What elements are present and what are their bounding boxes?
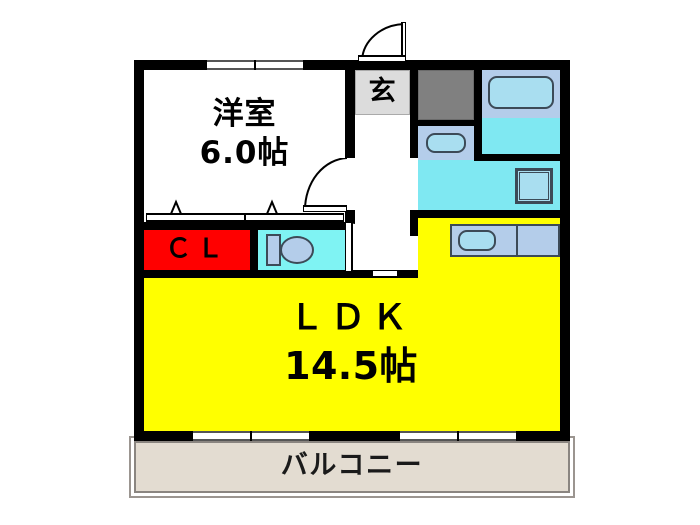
wall-below-closet: [134, 270, 258, 278]
wall-washroom-divider: [474, 154, 560, 161]
genkan-area: [355, 70, 410, 115]
exterior-wall-right: [560, 60, 570, 441]
wall-closet-right: [250, 222, 258, 278]
exterior-wall-left: [134, 60, 144, 441]
washitsu-door-swing: [303, 158, 347, 212]
corridor: [355, 115, 410, 278]
vanity-sink: [426, 133, 466, 153]
kitchen-counter-divider: [516, 224, 518, 257]
shower-pan-inner: [519, 172, 549, 200]
exterior-wall-bottom: [134, 431, 570, 441]
balcony-area: [134, 441, 570, 493]
ldk-label-sub: 14.5帖: [284, 344, 418, 388]
entrance-door-swing: [358, 22, 406, 62]
wall-washer-bottom: [418, 120, 474, 126]
washing-machine-space: [418, 70, 474, 120]
toilet-bowl: [280, 236, 314, 264]
wall-washitsu-right-lower: [345, 210, 355, 222]
wall-washitsu-right: [345, 60, 355, 158]
bathtub: [488, 76, 554, 109]
toilet-tank: [266, 234, 281, 266]
kitchen-sink: [458, 230, 496, 251]
closet-area: [144, 230, 250, 270]
genkan-label: 玄: [368, 76, 397, 107]
wall-bath-left: [474, 60, 482, 160]
wall-toilet-bottom: [258, 270, 355, 278]
wall-washroom-bottom: [410, 210, 570, 218]
wall-corridor-right-lower: [410, 210, 418, 236]
wall-corridor-right-upper: [410, 60, 418, 158]
ldk-area: [144, 278, 560, 431]
balcony-label: バルコニー: [280, 450, 424, 481]
window-ldk-left-mullion: [250, 431, 252, 441]
washitsu-label-sub: 6.0帖: [199, 135, 290, 171]
closet-folding-door-indicator: [146, 199, 344, 222]
exterior-wall-top-left-2: [300, 60, 358, 70]
window-ldk-right-mullion: [457, 431, 459, 441]
ldk-label-main: ＬＤＫ: [289, 298, 413, 338]
washitsu-label-main: 洋室: [212, 96, 277, 132]
closet-label: ＣＬ: [165, 234, 229, 264]
exterior-wall-top-right: [358, 60, 570, 70]
wall-above-closet: [134, 222, 345, 230]
window-washitsu-top-mullion: [254, 60, 256, 70]
bathroom: [482, 118, 560, 160]
exterior-wall-top-left: [134, 60, 211, 70]
